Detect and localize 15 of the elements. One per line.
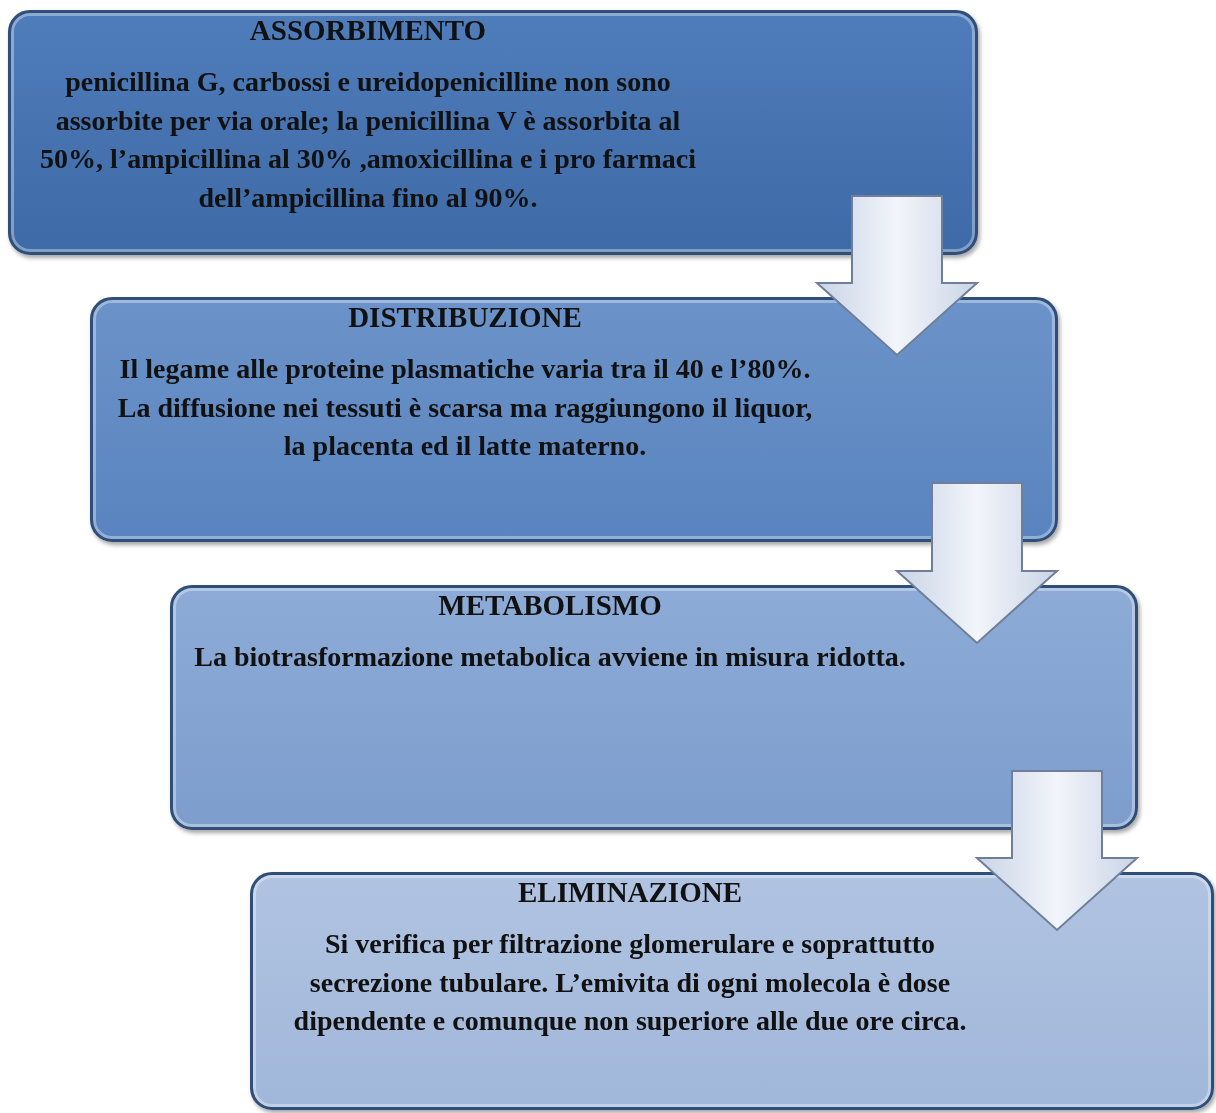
box-heading: ASSORBIMENTO — [248, 13, 488, 47]
box-text: Si verifica per filtrazione glomerulare e soprattutto secrezione tubulare. L’emivita di ogni molecola è dose dipendente e comunque non superiore alle due ore circa. — [292, 927, 968, 1038]
block-arrow — [974, 770, 1140, 932]
block-arrow — [894, 482, 1060, 645]
box-text: La biotrasformazione metabolica avviene in misura ridotta. — [193, 640, 907, 674]
box-heading: ELIMINAZIONE — [517, 875, 743, 909]
box-heading: DISTRIBUZIONE — [347, 300, 583, 334]
process-box — [8, 10, 978, 255]
process-box — [170, 585, 1138, 830]
process-box — [250, 872, 1214, 1110]
box-text: penicillina G, carbossi e ureidopenicilline non sono assorbite per via orale; la penicillina V è assorbita al 50%, l’ampicillina al 30% ,amoxicillina e i pro farmaci dell’ampicillina fino al 90%. — [39, 65, 697, 215]
box-heading: METABOLISMO — [437, 588, 663, 622]
process-box — [90, 297, 1058, 542]
box-text: Il legame alle proteine plasmatiche varia tra il 40 e l’80%. La diffusione nei tessuti è scarsa ma raggiungono il liquor, la placenta ed il latte materno. — [116, 352, 814, 463]
block-arrow — [814, 195, 980, 357]
